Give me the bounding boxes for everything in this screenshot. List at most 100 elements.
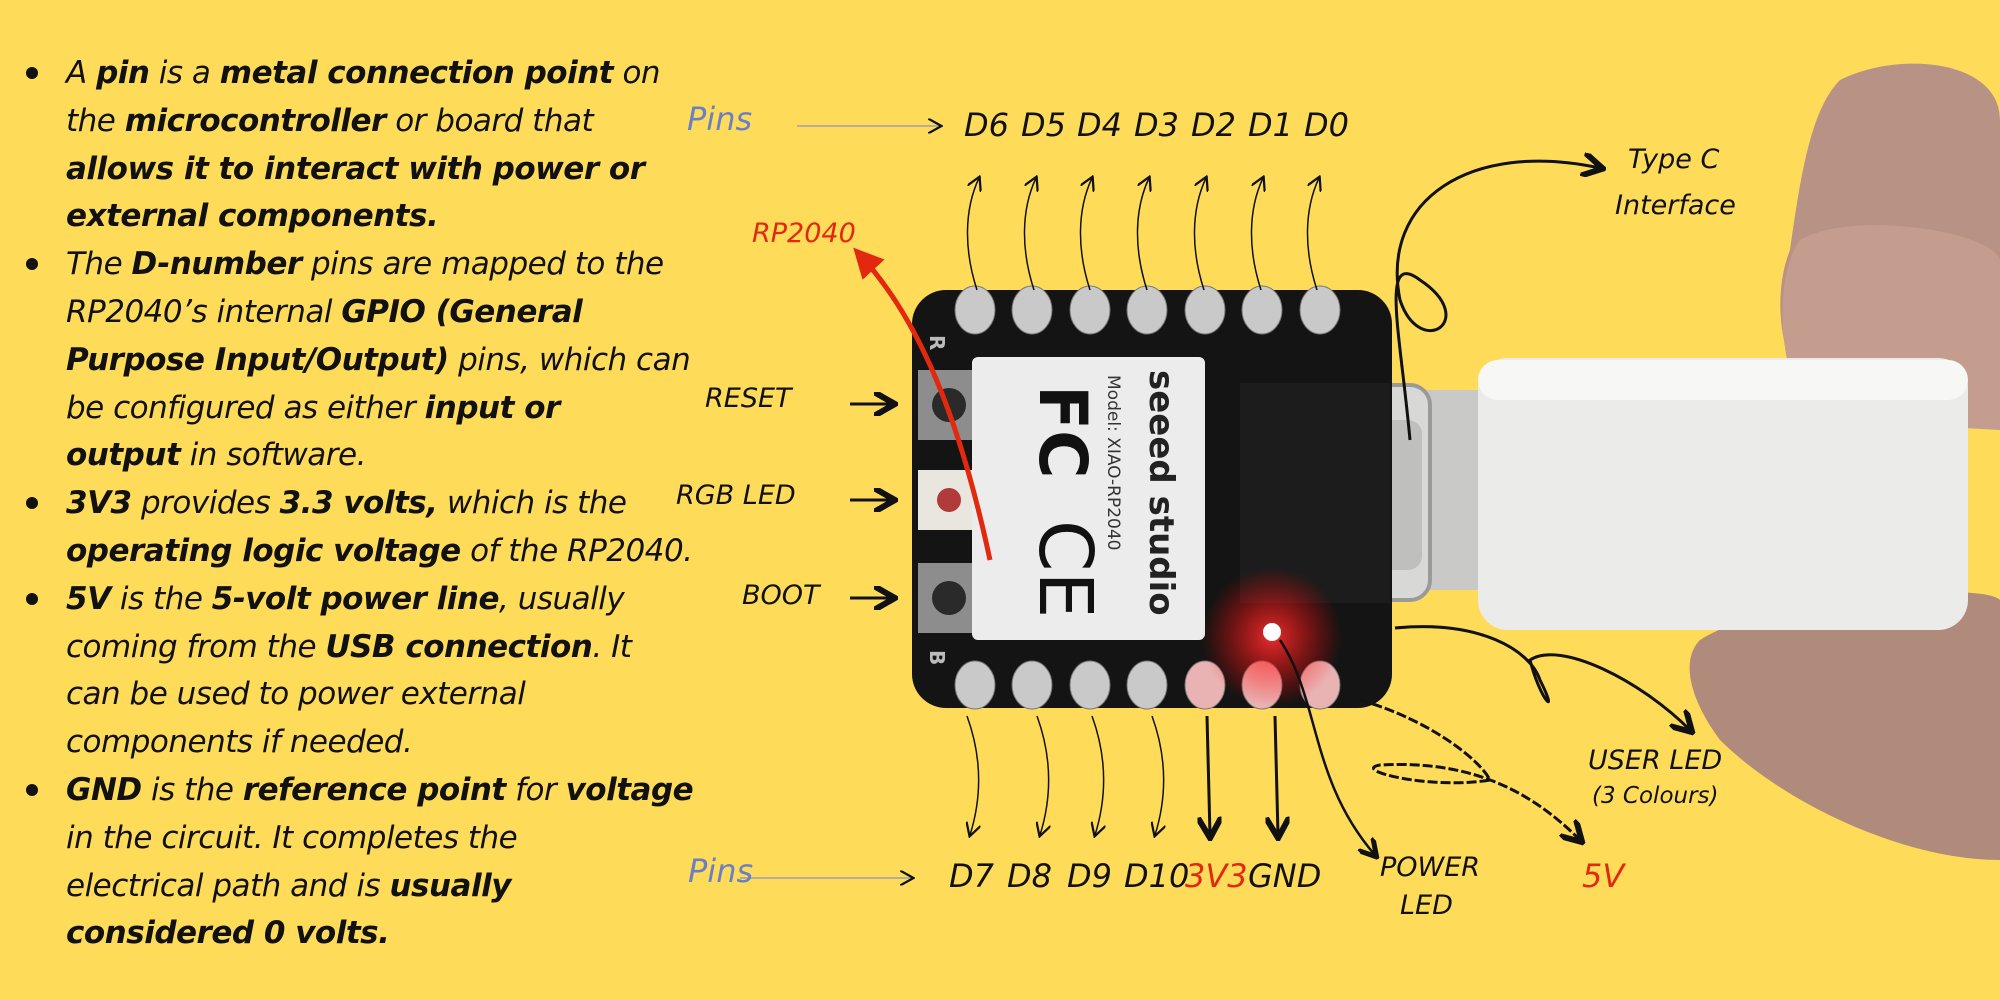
bullet-dot: [26, 784, 38, 796]
note-text: A: [66, 55, 97, 91]
note-line: output in software.: [66, 431, 366, 479]
bottom-pin-pad: [1069, 660, 1111, 710]
bottom-pin-pad: [1011, 660, 1053, 710]
note-text: components if needed.: [66, 724, 413, 761]
top-pin-pad: [1241, 285, 1283, 335]
top-pin-arrow: [1136, 178, 1149, 291]
note-text: in software.: [180, 437, 367, 474]
note-line: external components.: [66, 192, 439, 240]
fcc-mark: FC: [1024, 385, 1101, 479]
board-brand-text: seeed studio: [1141, 370, 1181, 616]
top-pin-pad: [1069, 285, 1111, 335]
note-line: operating logic voltage of the RP2040.: [66, 527, 693, 575]
note-text: is the: [141, 772, 243, 808]
note-line: coming from the USB connection. It: [66, 623, 632, 671]
bottom-pin-label-d8: D8: [1007, 857, 1052, 895]
note-line: Purpose Input/Output) pins, which can: [66, 336, 691, 384]
user-led-label-line2: (3 Colours): [1592, 783, 1719, 809]
emphasis-text: allows it to interact with power or: [66, 150, 645, 187]
rgb-led-label: RGB LED: [676, 480, 796, 511]
emphasis-text: 3V3: [66, 485, 132, 522]
emphasis-text: output: [66, 437, 181, 474]
top-pin-label-d4: D4: [1077, 106, 1122, 144]
emphasis-text: Purpose Input/Output): [66, 341, 449, 378]
bottom-pins-label: Pins: [688, 852, 754, 890]
note-text: on: [613, 55, 661, 91]
emphasis-text: voltage: [565, 772, 694, 808]
note-line: can be used to power external: [66, 670, 526, 718]
pin-3v3-label: 3V3: [1185, 857, 1248, 895]
note-line: be configured as either input or: [66, 384, 560, 432]
reset-label: RESET: [705, 383, 792, 414]
emphasis-text: operating logic voltage: [66, 533, 461, 569]
emphasis-text: 5V: [66, 580, 111, 617]
silk-r: R: [925, 335, 949, 350]
emphasis-text: D-number: [131, 246, 303, 283]
emphasis-text: microcontroller: [124, 102, 387, 139]
note-line: The D-number pins are mapped to the: [66, 240, 664, 288]
bottom-pin-label-d9: D9: [1067, 857, 1112, 895]
top-pin-label-d6: D6: [964, 106, 1009, 144]
top-pin-arrow: [1193, 178, 1206, 291]
bottom-pin-arrow: [1207, 715, 1210, 835]
note-text: The: [66, 246, 132, 283]
pin-gnd-label: GND: [1248, 857, 1322, 895]
bottom-pin-arrow: [967, 715, 979, 835]
note-line: in the circuit. It completes the: [66, 814, 518, 862]
note-line: considered 0 volts.: [66, 909, 390, 957]
note-text: of the RP2040.: [460, 533, 693, 569]
bullet-dot: [26, 592, 38, 605]
note-text: or board that: [385, 102, 594, 139]
type-c-label-line2: Interface: [1615, 190, 1736, 221]
note-text: electrical path and is: [66, 867, 390, 904]
note-text: provides: [131, 485, 280, 522]
rp2040-label: RP2040: [752, 218, 856, 249]
note-text: can be used to power external: [66, 676, 526, 713]
board-model-text: Model: XIAO-RP2040: [1103, 375, 1123, 550]
top-pin-label-d0: D0: [1304, 106, 1349, 144]
ce-mark: CE: [1022, 520, 1108, 618]
emphasis-text: GND: [66, 772, 142, 808]
emphasis-text: GPIO (General: [341, 294, 583, 330]
note-text: in the circuit. It completes the: [66, 819, 518, 856]
top-pin-pad: [1299, 285, 1341, 335]
top-pins-label: Pins: [687, 100, 753, 138]
note-line: GND is the reference point for voltage: [66, 766, 694, 814]
top-pin-pad: [1184, 285, 1226, 335]
emphasis-text: 3.3 volts,: [279, 485, 438, 522]
bottom-pin-label-d10: D10: [1124, 857, 1190, 895]
note-text: pins are mapped to the: [301, 246, 664, 283]
emphasis-text: usually: [389, 867, 511, 904]
silk-b: B: [925, 650, 949, 665]
top-pin-arrow: [966, 178, 979, 291]
note-text: be configured as either: [66, 389, 425, 426]
top-pin-label-d2: D2: [1191, 106, 1236, 144]
note-text: is the: [110, 580, 212, 617]
bottom-pin-arrow: [1275, 715, 1278, 835]
note-text: pins, which can: [448, 341, 691, 378]
note-line: allows it to interact with power or: [66, 145, 645, 193]
note-line: components if needed.: [66, 718, 413, 766]
top-pin-arrow: [1306, 178, 1319, 291]
emphasis-text: external components.: [66, 198, 439, 235]
note-text: the: [66, 102, 125, 139]
note-text: coming from the: [66, 628, 326, 665]
type-c-label-line1: Type C: [1628, 144, 1720, 175]
bullet-dot: [26, 67, 38, 79]
top-pin-pad: [1126, 285, 1168, 335]
bottom-pin-label-d7: D7: [949, 857, 994, 895]
note-text: is a: [149, 55, 220, 91]
note-line: RP2040’s internal GPIO (General: [66, 288, 583, 336]
note-line: the microcontroller or board that: [66, 97, 594, 145]
emphasis-text: reference point: [242, 772, 506, 808]
bullet-dot: [26, 258, 38, 271]
bottom-pin-arrow: [1152, 715, 1164, 835]
emphasis-text: 5-volt power line: [211, 580, 500, 617]
power-led-label-line2: LED: [1400, 890, 1453, 921]
top-pin-arrow: [1250, 178, 1263, 291]
top-pin-label-d3: D3: [1134, 106, 1179, 144]
type-c-arrow: [1394, 161, 1600, 441]
note-text: RP2040’s internal: [66, 294, 342, 330]
power-led-arrow: [1278, 639, 1375, 855]
5v-arrow: [1359, 698, 1580, 840]
